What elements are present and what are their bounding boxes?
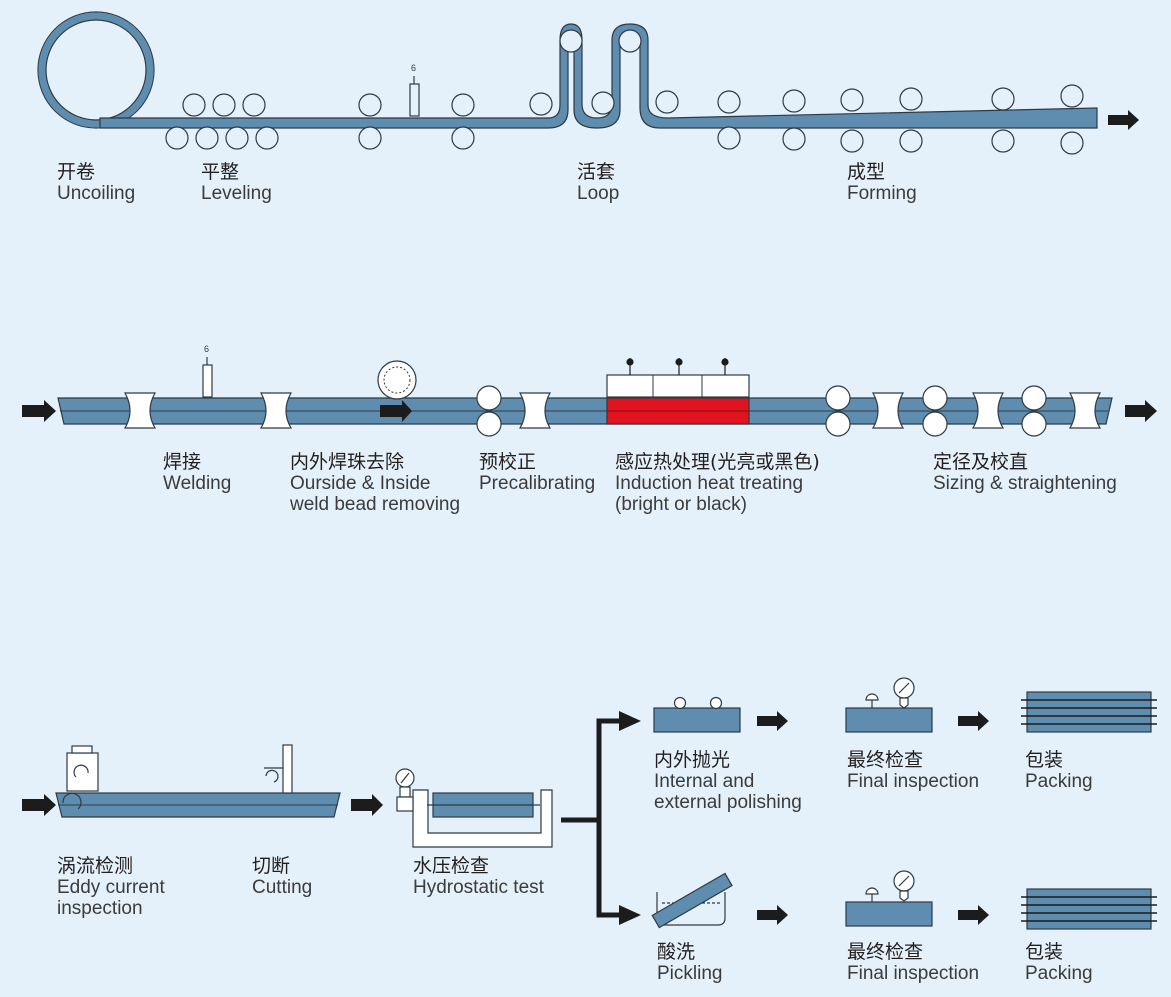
label-zh: 定径及校直 — [933, 451, 1029, 473]
label-zh: 包装 — [1025, 749, 1064, 771]
label-welding: 焊接 Welding — [163, 451, 232, 495]
final-inspection-icon — [845, 870, 933, 927]
cutting-torch-icon: 6 — [409, 63, 420, 117]
label-zh: 感应热处理(光亮或黑色) — [615, 451, 820, 473]
label-packing-bottom: 包装 Packing — [1025, 941, 1093, 985]
label-en: Eddy current — [57, 877, 165, 898]
label-induction: 感应热处理(光亮或黑色) Induction heat treating (br… — [615, 451, 820, 516]
label-zh: 包装 — [1025, 941, 1064, 963]
row2-line: 6 — [22, 344, 1157, 437]
flow-arrow — [958, 711, 989, 731]
bead-remover-icon — [377, 360, 417, 422]
flow-arrow — [958, 905, 989, 925]
leveling-rollers — [165, 90, 679, 150]
label-zh: 涡流检测 — [57, 855, 134, 877]
label-en: Forming — [847, 183, 917, 204]
label-zh: 切断 — [252, 855, 291, 877]
flow-arrow — [619, 711, 641, 731]
pickling-icon — [651, 872, 733, 929]
label-en: Hydrostatic test — [413, 877, 544, 898]
flow-arrow — [757, 711, 788, 731]
label-en: Leveling — [201, 183, 272, 204]
label-final-inspection-top: 最终检查 Final inspection — [847, 749, 980, 793]
row1-line: 6 — [37, 11, 1139, 155]
label-en: Induction heat treating — [615, 473, 804, 494]
label-pickling: 酸洗 Pickling — [657, 941, 723, 985]
svg-text:6: 6 — [411, 63, 416, 73]
label-polishing: 内外抛光 Internal and external polishing — [654, 749, 802, 814]
flow-arrow — [1125, 400, 1157, 422]
flow-arrow — [619, 905, 641, 925]
label-loop: 活套 Loop — [577, 161, 620, 205]
label-zh: 预校正 — [479, 451, 537, 473]
final-inspection-icon — [845, 677, 933, 733]
label-en: Cutting — [252, 877, 313, 898]
eddy-current-detector-icon — [62, 745, 99, 810]
label-en: external polishing — [654, 792, 802, 813]
label-zh: 酸洗 — [657, 941, 696, 963]
loop-roller — [559, 29, 642, 115]
label-zh: 焊接 — [163, 451, 202, 473]
label-zh: 内外抛光 — [654, 749, 731, 771]
label-final-inspection-bottom: 最终检查 Final inspection — [847, 941, 980, 985]
label-en: Uncoiling — [57, 183, 136, 204]
label-en: Sizing & straightening — [933, 473, 1117, 494]
label-zh: 平整 — [201, 161, 240, 183]
label-zh: 最终检查 — [847, 749, 924, 771]
branch-connector — [561, 718, 625, 918]
label-en: weld bead removing — [290, 494, 461, 515]
label-en: Welding — [163, 473, 232, 494]
label-en: Loop — [577, 183, 620, 204]
label-en: Packing — [1025, 963, 1093, 984]
roll-stands — [123, 392, 1102, 429]
label-forming: 成型 Forming — [847, 161, 917, 205]
label-en: Pickling — [657, 963, 723, 984]
label-en: Internal and — [654, 771, 755, 792]
label-packing-top: 包装 Packing — [1025, 749, 1093, 793]
packing-bundle-icon — [1021, 888, 1157, 930]
label-en: inspection — [57, 898, 143, 919]
label-leveling: 平整 Leveling — [201, 161, 272, 205]
welding-torch-icon: 6 — [202, 344, 213, 398]
label-sizing: 定径及校直 Sizing & straightening — [933, 451, 1117, 495]
forming-rollers — [717, 84, 1084, 155]
label-en: Ourside & Inside — [290, 473, 431, 494]
cutter-icon — [264, 744, 293, 794]
flow-arrow — [22, 794, 56, 816]
row3-line — [22, 677, 1157, 930]
label-zh: 成型 — [847, 161, 886, 183]
polishing-icon — [653, 696, 741, 733]
label-zh: 最终检查 — [847, 941, 924, 963]
label-en: Final inspection — [847, 771, 980, 792]
label-bead-removing: 内外焊珠去除 Ourside & Inside weld bead removi… — [290, 451, 461, 516]
label-eddy-current: 涡流检测 Eddy current inspection — [57, 855, 165, 920]
coil-icon — [37, 11, 155, 129]
flow-arrow — [351, 794, 383, 816]
straightening-rollers — [476, 385, 1047, 437]
label-uncoiling: 开卷 Uncoiling — [57, 161, 136, 205]
induction-heater — [606, 358, 750, 425]
flow-arrow — [757, 905, 788, 925]
flow-arrow — [1108, 110, 1139, 130]
label-en: Packing — [1025, 771, 1093, 792]
label-cutting: 切断 Cutting — [252, 855, 313, 899]
label-zh: 内外焊珠去除 — [290, 451, 405, 473]
label-hydrostatic: 水压检查 Hydrostatic test — [413, 855, 544, 899]
label-en: Final inspection — [847, 963, 980, 984]
label-precalibrating: 预校正 Precalibrating — [479, 451, 596, 495]
flow-arrow — [22, 400, 56, 422]
label-zh: 开卷 — [57, 161, 96, 183]
label-en: Precalibrating — [479, 473, 596, 494]
packing-bundle-icon — [1021, 691, 1157, 733]
label-zh: 水压检查 — [413, 855, 490, 877]
label-zh: 活套 — [577, 161, 616, 183]
label-en: (bright or black) — [615, 494, 747, 515]
hydrostatic-tester-icon — [395, 768, 553, 848]
svg-text:6: 6 — [204, 344, 209, 354]
